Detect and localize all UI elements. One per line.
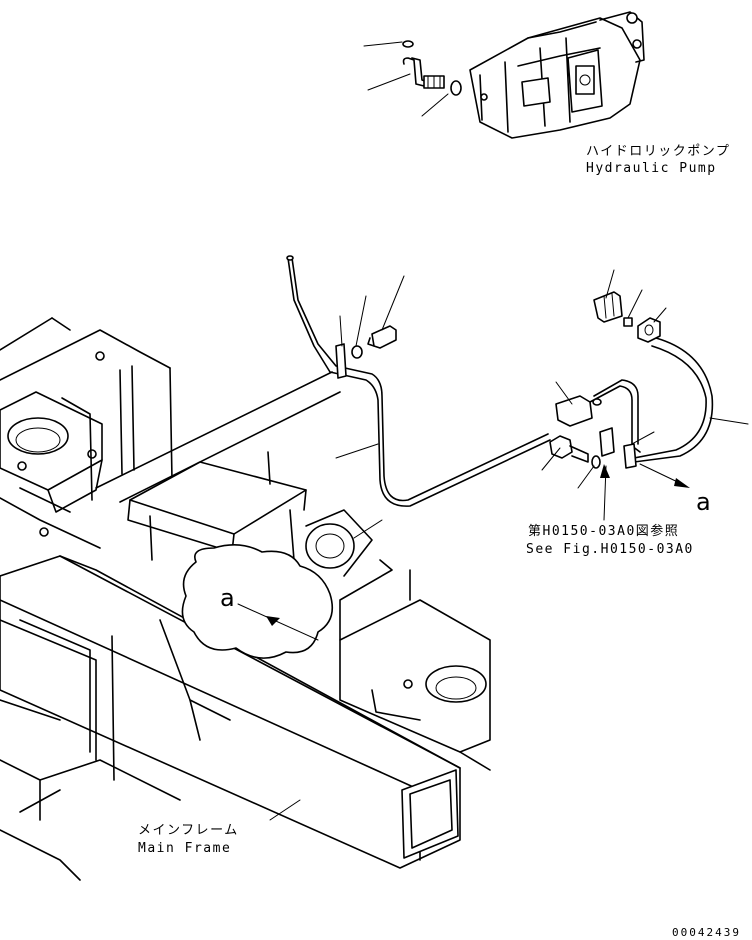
clamp-bolt (367, 325, 397, 349)
hydraulic-pipe (286, 255, 551, 507)
pump-label-ja: ハイドロリックポンプ (586, 144, 730, 159)
hose-nut (637, 317, 661, 343)
right-leader-lines (541, 381, 655, 521)
pipe-leader-lines (335, 275, 405, 459)
detail-cloud: a (181, 544, 334, 659)
pump-label-en: Hydraulic Pump (586, 161, 717, 176)
hose-leader-lines (605, 269, 749, 425)
clamp-washer (351, 345, 363, 359)
marker-a-arrow (639, 463, 690, 488)
drawing-code: 00042439 (672, 926, 741, 939)
main-frame (0, 317, 491, 881)
bracket-washer (591, 455, 601, 469)
reference-label-ja: 第H0150-03A0図参照 (528, 523, 679, 539)
bracket-bolt (549, 435, 589, 463)
pump-leader-lines (363, 41, 449, 117)
o-ring (450, 80, 462, 96)
hose (633, 337, 714, 463)
o-ring-small (623, 317, 633, 327)
bracket (599, 427, 637, 469)
marker-a-right: a (696, 488, 711, 516)
adapter (593, 291, 623, 323)
tee-fitting (555, 379, 641, 453)
pipe-clamp (335, 343, 347, 379)
frame-label-en: Main Frame (138, 841, 231, 856)
hydraulic-pump (469, 11, 645, 139)
elbow-fitting (402, 40, 445, 89)
marker-a-left: a (220, 584, 235, 612)
frame-label-ja: メインフレーム (138, 823, 239, 838)
reference-label-en: See Fig.H0150-03A0 (526, 542, 694, 557)
